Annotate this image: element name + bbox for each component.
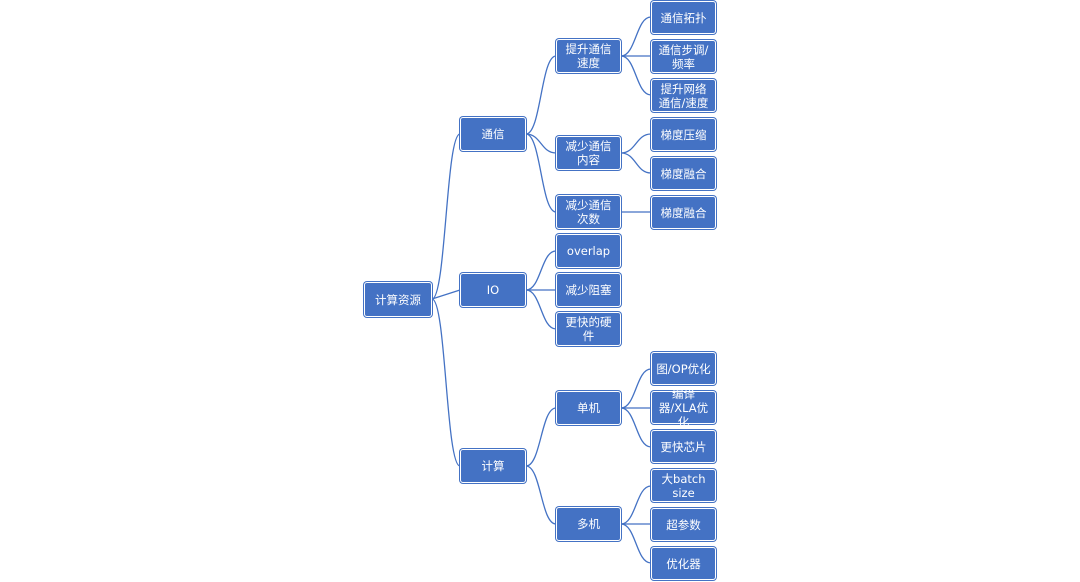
connector-tongxin-l2c — [525, 133, 557, 213]
leaf-label: 通信拓扑 — [660, 10, 707, 25]
leaf-label: 梯度融合 — [660, 205, 707, 220]
connector-l2a-leaf1 — [620, 16, 652, 57]
leaf-node: 通信拓扑 — [651, 1, 716, 34]
root-label: 计算资源 — [375, 292, 421, 307]
connector-io-l2c — [525, 289, 557, 330]
leaf-label: 更快芯片 — [660, 439, 707, 454]
branch-label: IO — [486, 283, 500, 297]
connector-duoji-leaf3 — [620, 523, 652, 564]
subbranch-label: 更快的硬件 — [565, 315, 612, 343]
leaf-label: 通信步调/频率 — [658, 42, 709, 71]
subbranch-node: 减少阻塞 — [556, 273, 621, 307]
connector-tongxin-l2a — [525, 55, 557, 135]
connector-l2b-leaf1 — [620, 133, 652, 154]
leaf-node: 更快芯片 — [651, 430, 716, 463]
subbranch-label: 提升通信速度 — [565, 42, 612, 70]
subbranch-node: 减少通信次数 — [556, 195, 621, 229]
subbranch-label: 单机 — [577, 401, 600, 415]
connector-root-io — [431, 289, 461, 300]
root-node: 计算资源 — [364, 282, 432, 317]
subbranch-label: 减少通信内容 — [565, 139, 612, 167]
leaf-label: 编译器/XLA优化 — [658, 386, 709, 429]
connector-jisuan-l2b — [525, 465, 557, 525]
subbranch-label: 多机 — [577, 517, 600, 531]
leaf-node: 图/OP优化 — [651, 352, 716, 385]
leaf-label: 提升网络通信/速度 — [658, 81, 709, 110]
leaf-label: 梯度压缩 — [660, 127, 707, 142]
leaf-node: 提升网络通信/速度 — [651, 79, 716, 112]
subbranch-node: 更快的硬件 — [556, 312, 621, 346]
leaf-node: 梯度融合 — [651, 157, 716, 190]
leaf-node: 编译器/XLA优化 — [651, 387, 716, 429]
subbranch-node: 多机 — [556, 507, 621, 541]
connector-root-jisuan — [431, 298, 461, 467]
leaf-node: 优化器 — [651, 547, 716, 580]
subbranch-label: 减少通信次数 — [565, 198, 612, 226]
connector-l2b-leaf2 — [620, 152, 652, 174]
branch-node-jisuan: 计算 — [460, 449, 526, 483]
leaf-label: 超参数 — [666, 517, 701, 532]
leaf-label: 梯度融合 — [660, 166, 707, 181]
subbranch-node: 提升通信速度 — [556, 39, 621, 73]
connector-io-l2a — [525, 250, 557, 291]
leaf-node: 通信步调/频率 — [651, 40, 716, 73]
leaf-label: 图/OP优化 — [656, 361, 711, 376]
leaf-node: 大batch size — [651, 469, 716, 502]
connector-tongxin-l2b — [525, 133, 557, 154]
connector-root-tongxin — [431, 133, 461, 300]
subbranch-label: overlap — [566, 244, 611, 258]
connector-danji-leaf3 — [620, 407, 652, 448]
connector-duoji-leaf1 — [620, 485, 652, 525]
branch-node-tongxin: 通信 — [460, 117, 526, 151]
leaf-label: 大batch size — [661, 471, 706, 500]
leaf-node: 梯度压缩 — [651, 118, 716, 151]
branch-label: 计算 — [481, 459, 505, 473]
leaf-node: 超参数 — [651, 508, 716, 541]
branch-node-io: IO — [460, 273, 526, 307]
subbranch-label: 减少阻塞 — [565, 283, 612, 297]
connector-jisuan-l2a — [525, 407, 557, 467]
branch-label: 通信 — [481, 127, 505, 141]
leaf-label: 优化器 — [666, 556, 701, 571]
subbranch-node: 减少通信内容 — [556, 136, 621, 170]
connector-l2a-leaf3 — [620, 55, 652, 96]
leaf-node: 梯度融合 — [651, 196, 716, 229]
subbranch-node: overlap — [556, 234, 621, 268]
connector-danji-leaf1 — [620, 368, 652, 409]
subbranch-node: 单机 — [556, 391, 621, 425]
